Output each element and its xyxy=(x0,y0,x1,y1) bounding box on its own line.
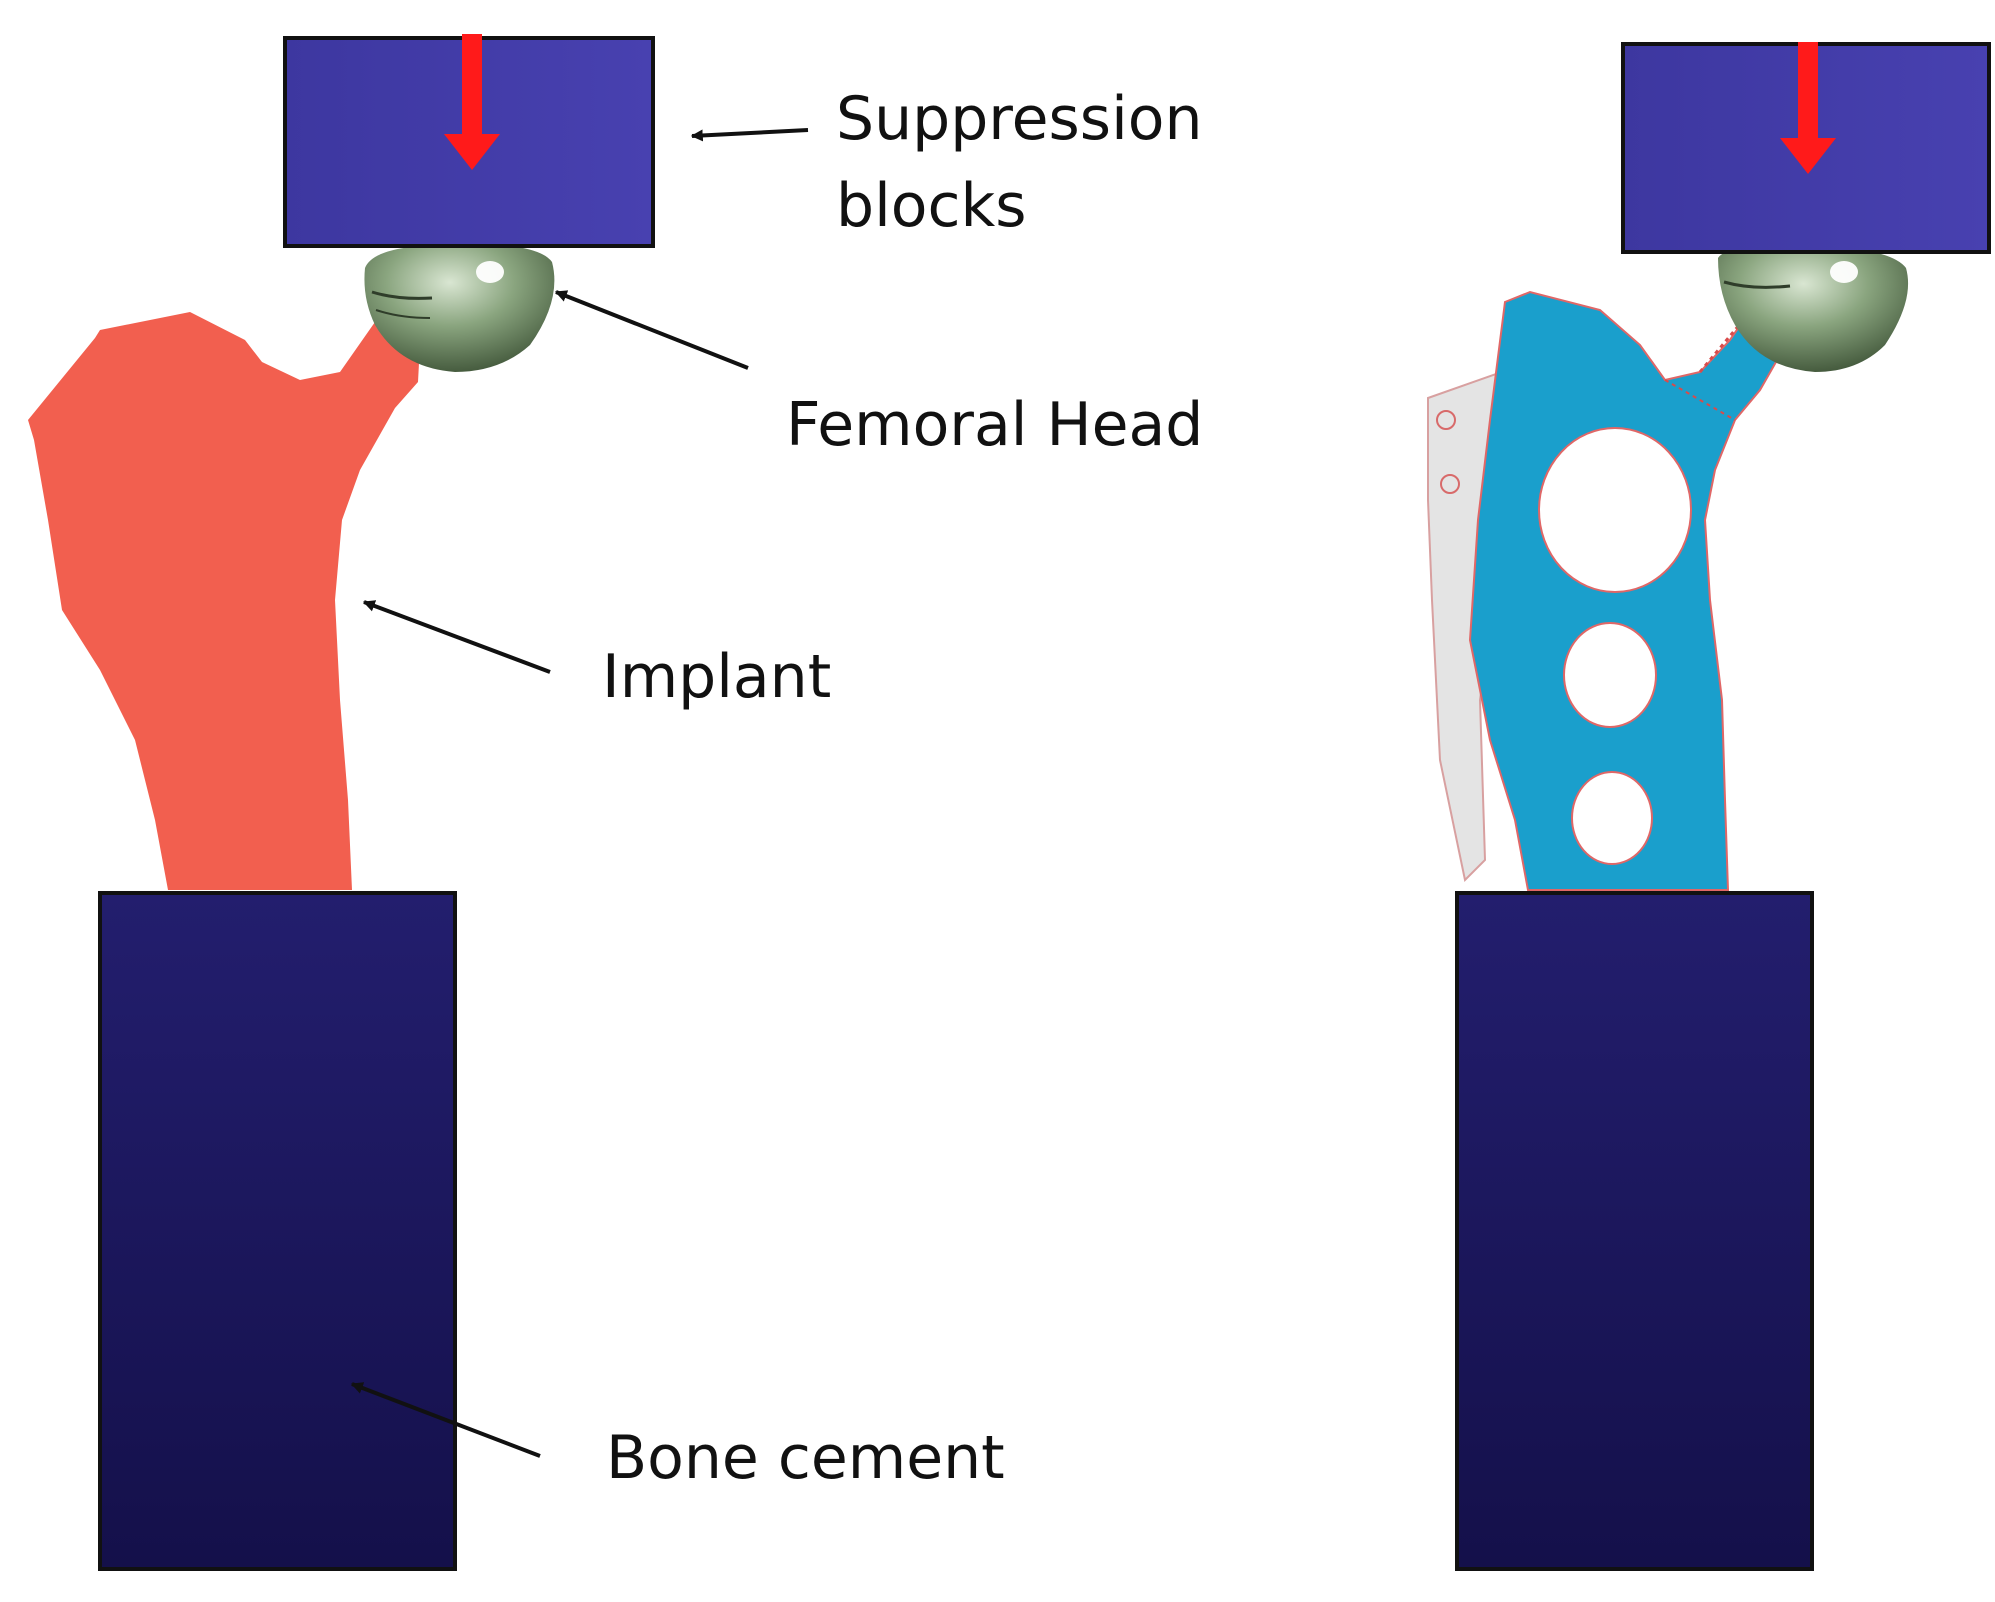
arrow-implant xyxy=(362,600,551,674)
label-suppression-line2: blocks xyxy=(836,171,1027,241)
label-suppression-line1: Suppression xyxy=(836,84,1203,154)
label-bone-cement: Bone cement xyxy=(606,1423,1005,1493)
implant-lattice xyxy=(1468,290,1782,891)
label-suppression-blocks: Suppression blocks xyxy=(836,76,1202,250)
left-panel xyxy=(28,34,655,1571)
femoral-head-right xyxy=(1718,245,1909,372)
arrow-femoral-head xyxy=(554,290,749,370)
bone-cement-block xyxy=(98,891,457,1571)
label-implant: Implant xyxy=(602,642,832,712)
label-femoral-head: Femoral Head xyxy=(786,390,1204,460)
bone-cement-block-right xyxy=(1455,891,1814,1571)
arrow-suppression-blocks xyxy=(690,128,809,142)
load-arrow xyxy=(444,34,500,170)
right-panel xyxy=(1427,42,1991,1571)
arrow-bone-cement xyxy=(350,1382,541,1458)
annotation-arrows xyxy=(350,128,809,1458)
femoral-head xyxy=(364,244,555,372)
load-arrow-right xyxy=(1780,42,1836,174)
implant-solid xyxy=(28,312,420,890)
